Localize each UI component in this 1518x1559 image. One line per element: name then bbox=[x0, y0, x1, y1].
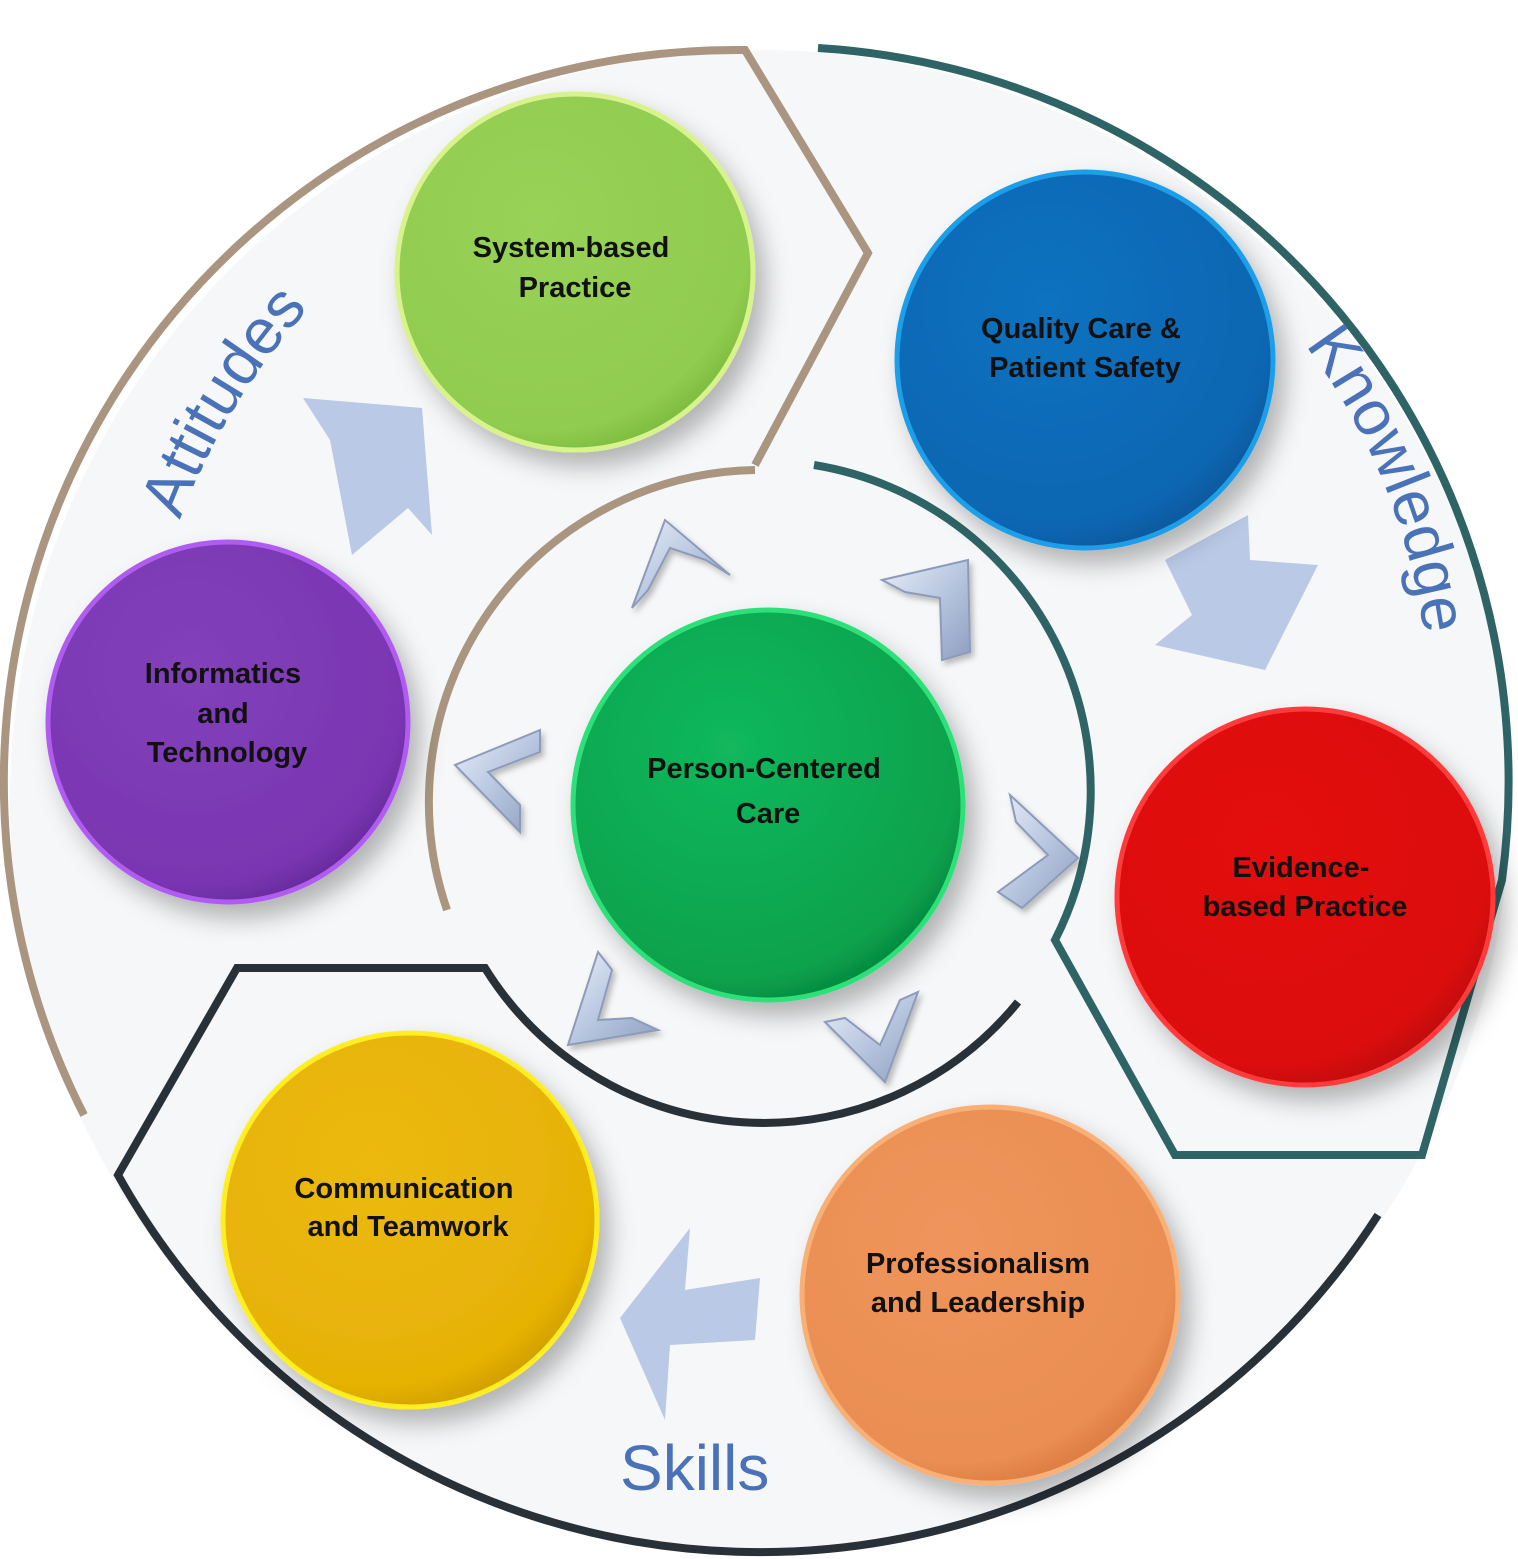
skills-label: Skills bbox=[620, 1432, 769, 1504]
system-based-practice-circle bbox=[394, 91, 756, 453]
arrow-informatics-to-system bbox=[303, 398, 432, 555]
chevron-down-right-icon bbox=[822, 990, 920, 1084]
informatics-circle bbox=[45, 539, 411, 905]
skills-frame bbox=[113, 964, 1382, 1557]
communication-circle bbox=[220, 1030, 600, 1410]
chevron-right-icon bbox=[996, 792, 1080, 910]
chevron-up-right-icon bbox=[879, 558, 972, 662]
quality-care-label: Quality Care & Patient Safety bbox=[981, 313, 1189, 384]
informatics-label: Informatics and Technology bbox=[145, 658, 309, 769]
communication-label: Communication and Teamwork bbox=[294, 1173, 521, 1243]
chevron-up-icon bbox=[631, 518, 731, 609]
professionalism-circle bbox=[799, 1104, 1181, 1486]
chevron-down-left-icon bbox=[566, 949, 662, 1047]
quality-care-circle bbox=[894, 169, 1276, 551]
person-centered-care-label: Person-Centered Care bbox=[647, 753, 889, 830]
evidence-based-practice-label: Evidence- based Practice bbox=[1203, 852, 1408, 923]
chevron-group bbox=[453, 518, 1080, 1084]
arrow-professionalism-to-communication bbox=[620, 1228, 760, 1420]
chevron-left-icon bbox=[453, 728, 541, 835]
knowledge-frame bbox=[813, 44, 1513, 1159]
professionalism-label: Professionalism and Leadership bbox=[866, 1248, 1098, 1319]
evidence-based-practice-circle bbox=[1114, 706, 1496, 1088]
person-centered-care-circle bbox=[570, 607, 966, 1003]
system-based-practice-label: System-based Practice bbox=[473, 232, 678, 304]
arrow-quality-to-evidence bbox=[1155, 515, 1318, 670]
attitudes-frame bbox=[0, 45, 873, 1117]
